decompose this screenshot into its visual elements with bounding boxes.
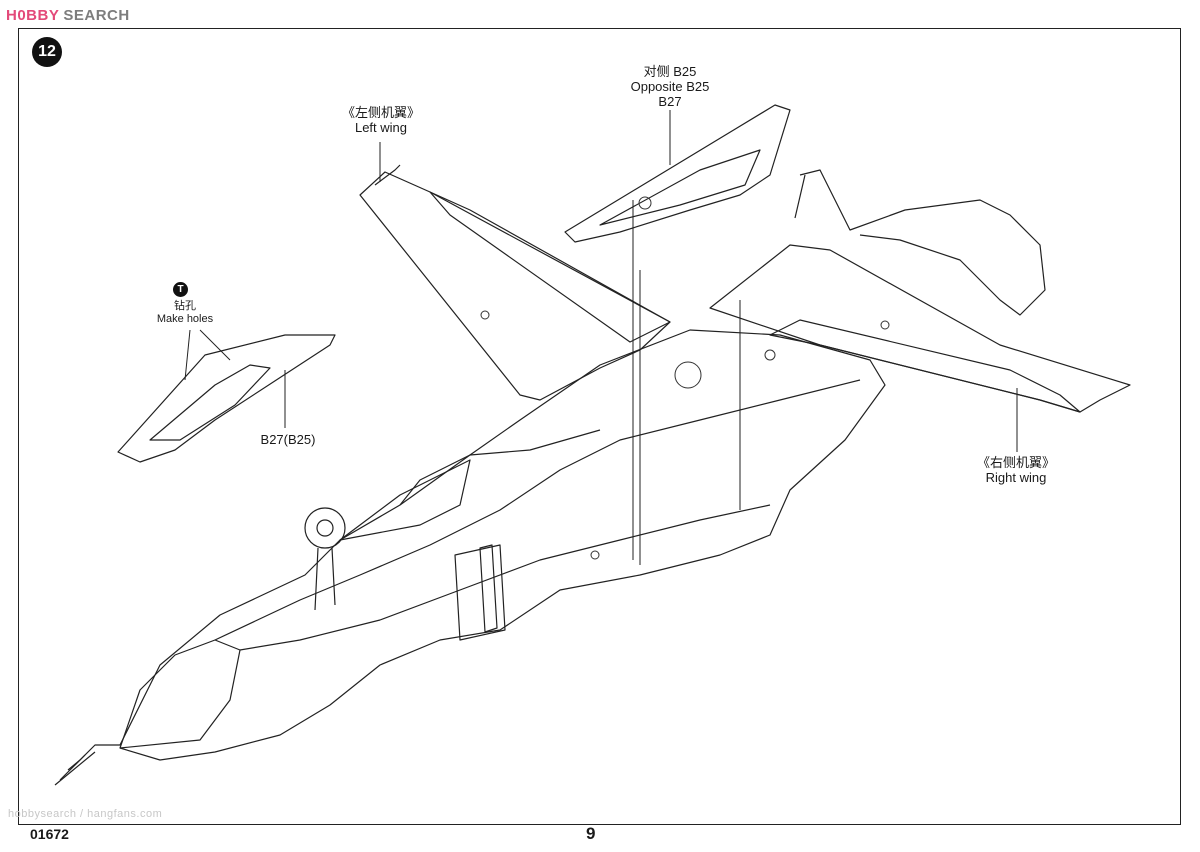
intake-panel-2 (479, 544, 498, 633)
opposite-label-cn: 对侧 B25 (643, 64, 697, 79)
fuselage-panel-line-2 (239, 504, 771, 651)
opposite-part-outline (564, 104, 791, 243)
leader-drill-1 (184, 329, 191, 381)
drill-label-cn: 钻孔 (174, 300, 196, 312)
kit-code: 01672 (30, 826, 69, 842)
left-wing-label: 《左侧机翼》 Left wing (331, 105, 431, 135)
fuselage-panel-line-1 (214, 379, 861, 641)
intake-panel (454, 544, 506, 641)
nose-cone (119, 639, 241, 749)
tail-line (794, 174, 806, 219)
right-wing-stabilizer (799, 169, 1046, 316)
drill-tool-icon: T (173, 282, 188, 297)
leader-drill-2 (199, 329, 231, 361)
right-wing-outline (709, 244, 1131, 413)
panel-hole-5 (480, 310, 490, 320)
b27-b25-label: B27(B25) (260, 432, 316, 447)
landing-gear-strut (314, 547, 336, 611)
spine (399, 429, 601, 506)
b27-part-inner (149, 364, 271, 441)
right-wing-label-en: Right wing (985, 470, 1047, 485)
b27-part-outline (117, 334, 336, 463)
panel-hole-2 (638, 196, 652, 210)
panel-hole-6 (590, 550, 600, 560)
cockpit-frame (339, 459, 471, 541)
left-wing-outline (359, 171, 671, 401)
pitot-tube (54, 751, 96, 786)
panel-hole-4 (880, 320, 890, 330)
left-wing-edge (374, 164, 401, 186)
panel-hole-3 (764, 349, 776, 361)
opposite-part-inner (599, 149, 761, 226)
opposite-label-en: Opposite B25 (630, 79, 710, 94)
right-wing-label: 《右侧机翼》 Right wing (966, 455, 1066, 485)
fuselage-outline (59, 329, 886, 781)
opposite-label-part: B27 (658, 94, 682, 109)
drill-label: 钻孔 Make holes (140, 300, 230, 326)
watermark-logo: H0BBY (6, 6, 60, 24)
right-wing-flap (769, 319, 1081, 413)
footer-site-watermark: hobbysearch / hangfans.com (8, 808, 163, 820)
hobbysearch-watermark: H0BBY SEARCH (6, 4, 130, 26)
landing-gear-wheel (304, 507, 346, 549)
watermark-search: SEARCH (63, 6, 130, 24)
page-number: 9 (586, 824, 596, 843)
left-wing-label-en: Left wing (354, 120, 408, 135)
left-wing-flap (429, 191, 671, 343)
panel-hole-1 (674, 361, 702, 389)
step-number-badge: 12 (32, 37, 62, 67)
opposite-b25-label: 对侧 B25 Opposite B25 B27 (620, 64, 720, 109)
landing-gear-hub (316, 519, 334, 537)
right-wing-label-cn: 《右侧机翼》 (976, 455, 1055, 470)
page-frame (18, 28, 1181, 825)
left-wing-label-cn: 《左侧机翼》 (341, 105, 420, 120)
drill-label-en: Make holes (156, 313, 214, 325)
